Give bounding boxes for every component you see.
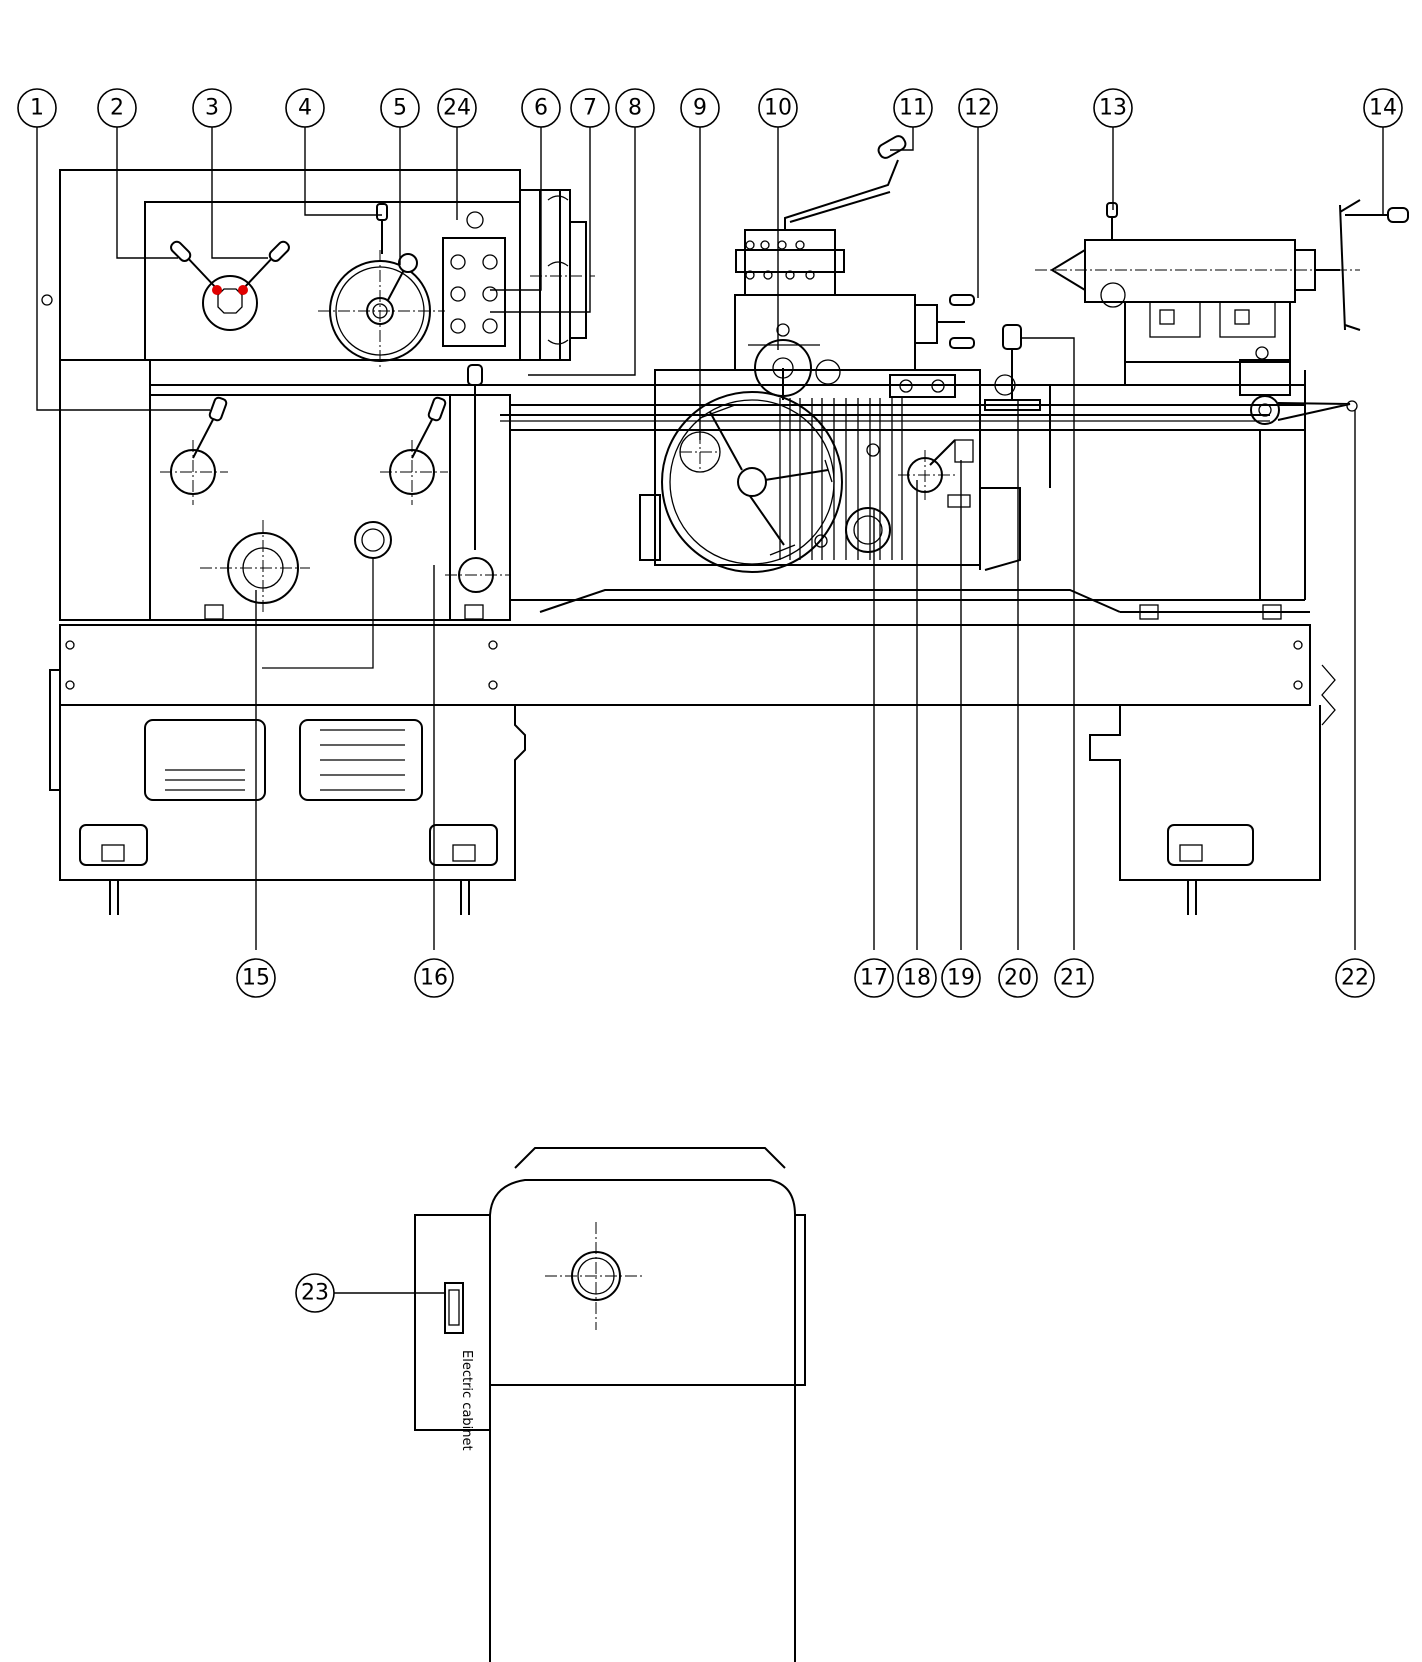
lead-screw	[500, 414, 1270, 422]
callout-20: 20	[998, 958, 1038, 998]
button-panel	[442, 211, 506, 347]
svg-text:4: 4	[298, 96, 312, 121]
callout-14: 14	[1363, 88, 1403, 128]
callout-balloons: 1 2 3 4 5 24 6 7 8 9 10 11 12 13 14 15 1…	[17, 88, 1403, 1313]
stop-rod	[445, 364, 510, 593]
tailstock	[1035, 199, 1409, 396]
callout-18: 18	[897, 958, 937, 998]
svg-text:7: 7	[583, 96, 597, 121]
cabinet-label: Electric cabinet	[459, 1350, 474, 1451]
callout-2: 2	[97, 88, 137, 128]
svg-text:18: 18	[903, 966, 931, 991]
svg-text:9: 9	[693, 96, 707, 121]
svg-text:16: 16	[420, 966, 448, 991]
callout-21: 21	[1054, 958, 1094, 998]
callout-8: 8	[615, 88, 655, 128]
callout-11: 11	[893, 88, 933, 128]
callout-15: 15	[236, 958, 276, 998]
callout-16: 16	[414, 958, 454, 998]
svg-text:3: 3	[205, 96, 219, 121]
electric-cabinet: Electric cabinet	[414, 1147, 806, 1662]
svg-text:12: 12	[964, 96, 992, 121]
machine-base	[49, 604, 1336, 915]
main-switch	[444, 1282, 464, 1334]
callout-22: 22	[1335, 958, 1375, 998]
svg-text:14: 14	[1369, 96, 1397, 121]
svg-text:2: 2	[110, 96, 124, 121]
cross-slide	[734, 135, 1041, 411]
callout-24: 24	[437, 88, 477, 128]
callout-12: 12	[958, 88, 998, 128]
svg-text:6: 6	[534, 96, 548, 121]
speed-selector	[170, 240, 290, 331]
leader-lines	[36, 125, 1384, 1294]
svg-text:17: 17	[860, 966, 888, 991]
red-indicator-left	[212, 285, 222, 295]
callout-5: 5	[380, 88, 420, 128]
svg-text:5: 5	[393, 96, 407, 121]
callout-10: 10	[758, 88, 798, 128]
svg-text:20: 20	[1004, 966, 1032, 991]
svg-text:8: 8	[628, 96, 642, 121]
svg-text:1: 1	[30, 96, 44, 121]
svg-text:11: 11	[899, 96, 927, 121]
gearbox	[149, 394, 511, 669]
callout-7: 7	[570, 88, 610, 128]
callout-17: 17	[854, 958, 894, 998]
headstock-handwheel	[318, 203, 445, 370]
callout-4: 4	[285, 88, 325, 128]
svg-text:22: 22	[1341, 966, 1369, 991]
svg-text:10: 10	[764, 96, 792, 121]
svg-text:24: 24	[443, 96, 471, 121]
callout-9: 9	[680, 88, 720, 128]
svg-text:13: 13	[1099, 96, 1127, 121]
tailstock-clamp-lever	[1250, 395, 1358, 425]
svg-text:15: 15	[242, 966, 270, 991]
red-indicator-right	[238, 285, 248, 295]
callout-19: 19	[941, 958, 981, 998]
callout-6: 6	[521, 88, 561, 128]
svg-text:23: 23	[301, 1281, 329, 1306]
callout-3: 3	[192, 88, 232, 128]
callout-23: 23	[295, 1273, 335, 1313]
callout-1: 1	[17, 88, 57, 128]
callout-13: 13	[1093, 88, 1133, 128]
svg-text:21: 21	[1060, 966, 1088, 991]
lathe-machine	[41, 135, 1409, 915]
lathe-bed	[150, 370, 1306, 613]
svg-text:19: 19	[947, 966, 975, 991]
